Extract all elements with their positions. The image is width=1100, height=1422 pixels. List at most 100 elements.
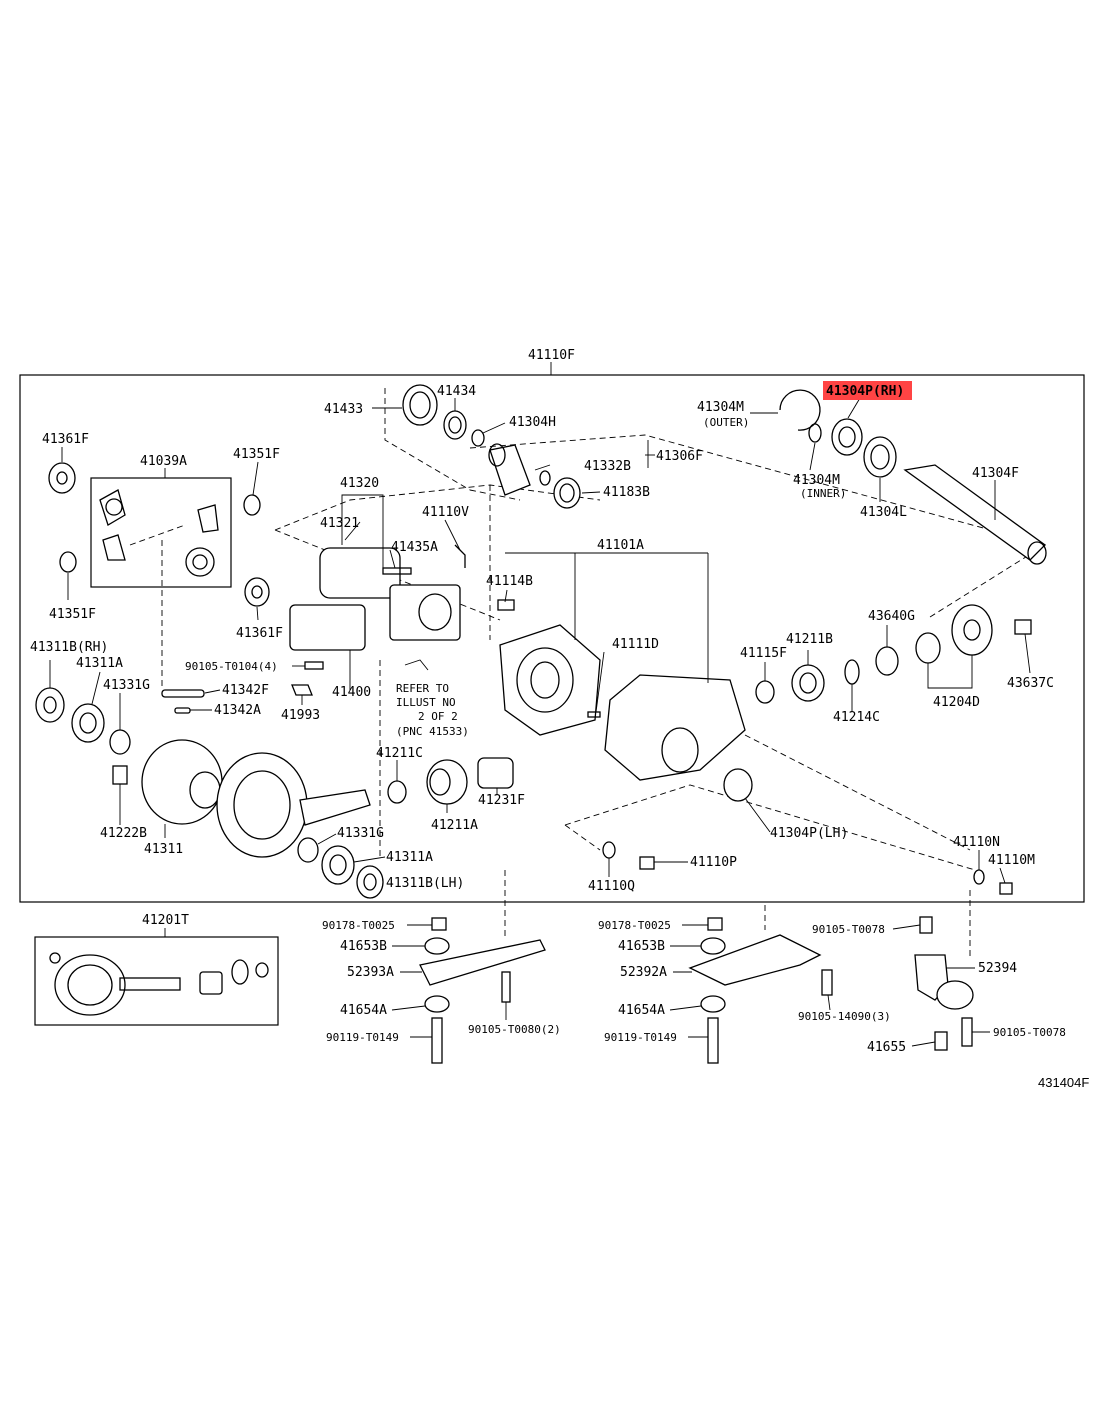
part-41304F-axle-shaft[interactable] (903, 464, 1047, 565)
part-41204D-flange[interactable] (915, 604, 993, 664)
label-41342A[interactable]: 41342A (214, 703, 261, 718)
part-41435A-bolt[interactable] (382, 567, 412, 575)
label-41993[interactable]: 41993 (281, 708, 320, 723)
label-52393A[interactable]: 52393A (347, 965, 394, 980)
part-41110Q-washer[interactable] (602, 841, 616, 859)
label-41653B-left[interactable]: 41653B (340, 939, 387, 954)
part-41222B-bolt[interactable] (112, 765, 128, 785)
label-41311[interactable]: 41311 (144, 842, 183, 857)
part-41110N-washer[interactable] (973, 869, 985, 885)
part-41351F-washer-upper[interactable] (243, 494, 261, 516)
label-41435A[interactable]: 41435A (391, 540, 438, 555)
part-41361F-seal-lower[interactable] (244, 577, 270, 607)
label-41342F[interactable]: 41342F (222, 683, 269, 698)
label-41110Q[interactable]: 41110Q (588, 879, 635, 894)
part-41306F-shaft[interactable] (488, 443, 531, 496)
part-41304L-bearing[interactable] (863, 436, 897, 478)
part-41332B-ring[interactable] (539, 470, 551, 486)
part-41110P-plug[interactable] (639, 856, 655, 870)
differential-pinion-gear-set[interactable] (99, 489, 219, 577)
label-41311B-LH[interactable]: 41311B(LH) (386, 876, 464, 891)
part-43637C-nut[interactable] (1014, 619, 1032, 635)
label-41211B[interactable]: 41211B (786, 632, 833, 647)
label-43640G[interactable]: 43640G (868, 609, 915, 624)
label-41304L[interactable]: 41304L (860, 505, 907, 520)
label-41110N[interactable]: 41110N (953, 835, 1000, 850)
part-41331G-shim-left[interactable] (109, 729, 131, 755)
label-41211C[interactable]: 41211C (376, 746, 423, 761)
label-41115F[interactable]: 41115F (740, 646, 787, 661)
part-90105-T0104-bolt[interactable] (304, 661, 324, 670)
part-41304M-inner-snap-ring[interactable] (808, 423, 822, 443)
part-41320-actuator[interactable] (289, 547, 461, 675)
part-ring-gear[interactable] (216, 752, 371, 858)
part-mount-left[interactable] (419, 917, 546, 1064)
label-41331G-left[interactable]: 41331G (103, 678, 150, 693)
label-41039A[interactable]: 41039A (140, 454, 187, 469)
label-90105-T0078-bottom[interactable]: 90105-T0078 (993, 1026, 1066, 1039)
label-41304F[interactable]: 41304F (972, 466, 1019, 481)
part-52394-bracket[interactable] (914, 916, 974, 1051)
label-90105-T0080[interactable]: 90105-T0080(2) (468, 1023, 561, 1036)
part-41351F-washer-lower[interactable] (59, 551, 77, 573)
label-41183B[interactable]: 41183B (603, 485, 650, 500)
label-41304P-RH[interactable]: 41304P(RH) (826, 384, 904, 399)
part-41311B-LH-seal[interactable] (356, 865, 384, 899)
label-41222B[interactable]: 41222B (100, 826, 147, 841)
label-41311A-left[interactable]: 41311A (76, 656, 123, 671)
label-41332B[interactable]: 41332B (584, 459, 631, 474)
label-90178-T0025-right[interactable]: 90178-T0025 (598, 919, 671, 932)
part-41211B-bearing[interactable] (791, 664, 825, 702)
label-43637C[interactable]: 43637C (1007, 676, 1054, 691)
label-41321[interactable]: 41321 (320, 516, 359, 531)
part-41231F-spacer[interactable] (477, 757, 514, 789)
label-41101A[interactable]: 41101A (597, 538, 644, 553)
label-41311A-right[interactable]: 41311A (386, 850, 433, 865)
part-41214C-spacer[interactable] (844, 659, 860, 685)
part-43640G-seal[interactable] (875, 646, 899, 676)
part-41342A-clip[interactable] (174, 707, 191, 714)
label-41211A[interactable]: 41211A (431, 818, 478, 833)
part-41304P-RH-seal[interactable] (831, 418, 863, 456)
label-90119-T0149-right[interactable]: 90119-T0149 (604, 1031, 677, 1044)
label-41110P[interactable]: 41110P (690, 855, 737, 870)
label-90119-T0149-left[interactable]: 90119-T0149 (326, 1031, 399, 1044)
label-41351F-upper[interactable]: 41351F (233, 447, 280, 462)
part-41211C-spacer[interactable] (387, 780, 407, 804)
part-41304H-snap-ring[interactable] (471, 429, 485, 447)
part-41361F-seal-upper[interactable] (48, 462, 76, 494)
label-41361F-upper[interactable]: 41361F (42, 432, 89, 447)
label-52394[interactable]: 52394 (978, 961, 1017, 976)
label-41114B[interactable]: 41114B (486, 574, 533, 589)
label-41304P-LH[interactable]: 41304P(LH) (770, 826, 848, 841)
part-41101A-case[interactable] (499, 624, 601, 736)
label-41304M-inner[interactable]: 41304M (793, 473, 840, 488)
label-41653B-right[interactable]: 41653B (618, 939, 665, 954)
label-41110F[interactable]: 41110F (528, 348, 575, 363)
label-41304M-outer[interactable]: 41304M (697, 400, 744, 415)
label-41433[interactable]: 41433 (324, 402, 363, 417)
label-41654A-left[interactable]: 41654A (340, 1003, 387, 1018)
part-carrier-housing[interactable] (604, 674, 746, 781)
label-90105-T0078-top[interactable]: 90105-T0078 (812, 923, 885, 936)
label-41654A-right[interactable]: 41654A (618, 1003, 665, 1018)
label-41304H[interactable]: 41304H (509, 415, 556, 430)
label-41110V[interactable]: 41110V (422, 505, 469, 520)
part-mount-right[interactable] (688, 917, 833, 1064)
part-41110V-breather[interactable] (454, 544, 466, 568)
part-41342F-pin[interactable] (161, 689, 205, 698)
part-41110M-plug[interactable] (999, 882, 1013, 895)
part-41114B-bolt[interactable] (497, 599, 515, 611)
label-90105-14090[interactable]: 90105-14090(3) (798, 1010, 891, 1023)
part-41433-bearing[interactable] (402, 384, 438, 426)
label-41361F-lower[interactable]: 41361F (236, 626, 283, 641)
part-41311-case[interactable] (141, 739, 223, 825)
label-90105-T0104[interactable]: 90105-T0104(4) (185, 660, 278, 673)
label-41311B-RH[interactable]: 41311B(RH) (30, 640, 108, 655)
label-41655[interactable]: 41655 (867, 1040, 906, 1055)
label-52392A[interactable]: 52392A (620, 965, 667, 980)
part-41993-label[interactable] (291, 684, 313, 696)
label-41111D[interactable]: 41111D (612, 637, 659, 652)
part-41311B-RH-seal[interactable] (35, 687, 65, 723)
label-41231F[interactable]: 41231F (478, 793, 525, 808)
